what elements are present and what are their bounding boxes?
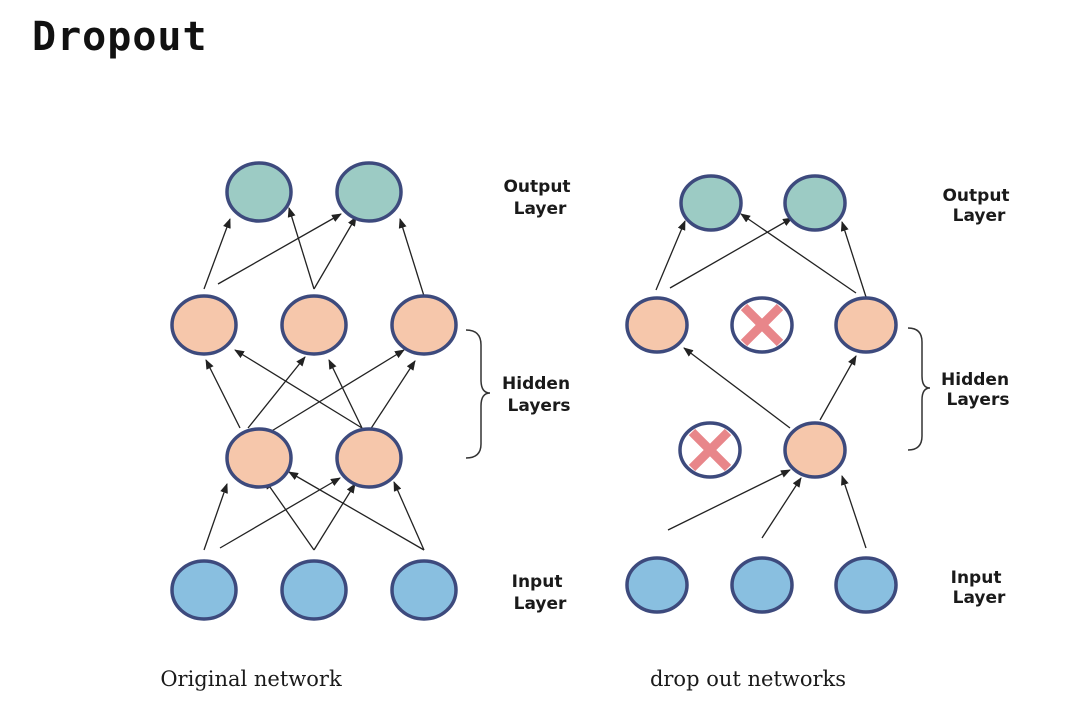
edge	[683, 347, 791, 429]
original-output-layer	[225, 161, 403, 223]
edge	[819, 355, 857, 421]
output-layer-label: Output Layer	[942, 186, 1015, 226]
hidden-node	[834, 296, 898, 354]
hidden-node	[625, 296, 689, 354]
edge	[840, 221, 867, 298]
hidden-node	[783, 421, 847, 479]
input-node	[280, 559, 348, 621]
output-layer-label: Output Layer	[503, 177, 576, 219]
hidden-layers-label: Hidden Layers	[941, 370, 1015, 410]
output-node	[783, 174, 847, 232]
hidden-layers-brace	[465, 329, 491, 459]
dropout-hidden-layer-2	[625, 296, 898, 354]
page-title: Dropout	[32, 14, 208, 60]
dropout-edges	[655, 213, 867, 549]
edge	[234, 349, 363, 429]
original-edges	[203, 207, 425, 551]
dropout-network-caption: drop out networks	[650, 667, 846, 691]
edge	[217, 213, 342, 285]
edge	[287, 207, 315, 290]
edge	[313, 216, 357, 290]
output-node	[679, 174, 743, 232]
edge	[398, 218, 425, 297]
edge	[205, 359, 241, 429]
original-input-layer	[170, 559, 458, 621]
dropout-input-layer	[625, 556, 898, 614]
original-network-caption: Original network	[160, 667, 342, 691]
input-node	[730, 556, 794, 614]
original-hidden-layer-1	[225, 427, 403, 489]
edge	[269, 349, 405, 433]
input-node	[390, 559, 458, 621]
edge	[655, 220, 686, 291]
edge	[393, 481, 425, 551]
edge	[288, 471, 425, 551]
dropped-hidden-node	[678, 421, 742, 479]
edge	[264, 479, 315, 551]
cross-icon	[688, 428, 732, 472]
original-hidden-layer-2	[170, 294, 458, 356]
hidden-node	[170, 294, 238, 356]
hidden-node	[225, 427, 293, 489]
edge	[313, 483, 356, 551]
input-node	[170, 559, 238, 621]
hidden-layers-brace	[907, 327, 931, 451]
input-node	[834, 556, 898, 614]
edge	[761, 477, 802, 539]
hidden-node	[335, 427, 403, 489]
edge	[328, 359, 363, 429]
input-layer-label: Input Layer	[951, 568, 1008, 608]
edge	[667, 469, 791, 531]
dropped-hidden-node	[730, 296, 794, 354]
dropout-output-layer	[679, 174, 847, 232]
hidden-layers-label: Hidden Layers	[502, 374, 576, 416]
dropout-network: Output Layer Hidden Layers Input Layer d…	[625, 174, 1015, 691]
hidden-node	[390, 294, 458, 356]
edge	[740, 213, 857, 294]
edge	[203, 218, 231, 290]
edge	[247, 356, 306, 429]
output-node	[225, 161, 293, 223]
original-network: Output Layer Hidden Layers Input Layer O…	[160, 161, 576, 691]
edge	[369, 360, 416, 431]
input-node	[625, 556, 689, 614]
edge	[841, 475, 867, 549]
output-node	[335, 161, 403, 223]
edge	[203, 483, 228, 551]
edge	[669, 217, 793, 289]
cross-icon	[740, 303, 784, 347]
dropout-hidden-layer-1	[678, 421, 847, 479]
input-layer-label: Input Layer	[512, 572, 569, 614]
hidden-node	[280, 294, 348, 356]
